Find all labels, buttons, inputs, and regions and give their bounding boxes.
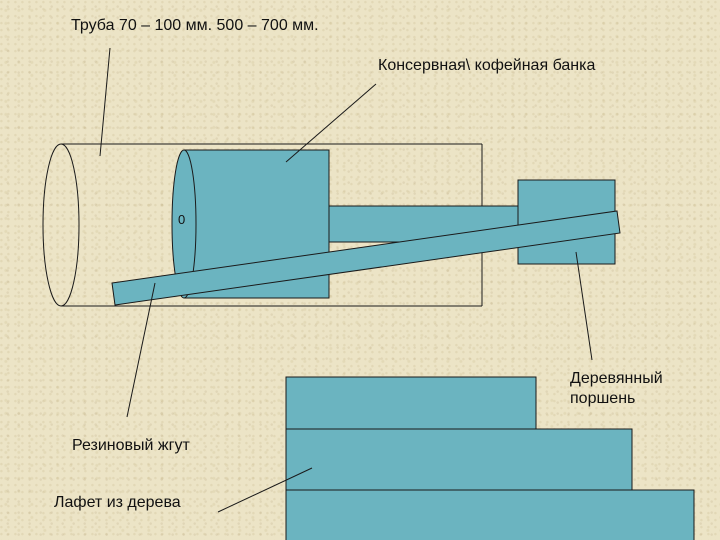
- can-lid: [171, 149, 197, 299]
- can-label: Консервная\ кофейная банка: [378, 57, 596, 74]
- piston-label: Деревянный поршень: [570, 370, 663, 407]
- wooden-carriage: [285, 376, 695, 540]
- rubber-label: Резиновый жгут: [72, 437, 190, 454]
- can-mark: 0: [178, 212, 186, 227]
- pipe-label: Труба 70 – 100 мм. 500 – 700 мм.: [71, 17, 319, 34]
- carriage-middle-step: [285, 428, 633, 491]
- rubber-band: [111, 210, 621, 306]
- rubber-leader: [126, 282, 156, 418]
- leader-lines: [99, 47, 593, 513]
- carriage-top-step: [285, 376, 537, 430]
- pipe-front-end: [42, 143, 80, 307]
- pipe-leader: [99, 47, 111, 157]
- carriage-bottom-step: [285, 489, 695, 540]
- piston-leader: [575, 251, 593, 361]
- can-leader: [285, 83, 377, 163]
- carriage-label: Лафет из дерева: [54, 494, 181, 511]
- carriage-leader: [217, 467, 313, 513]
